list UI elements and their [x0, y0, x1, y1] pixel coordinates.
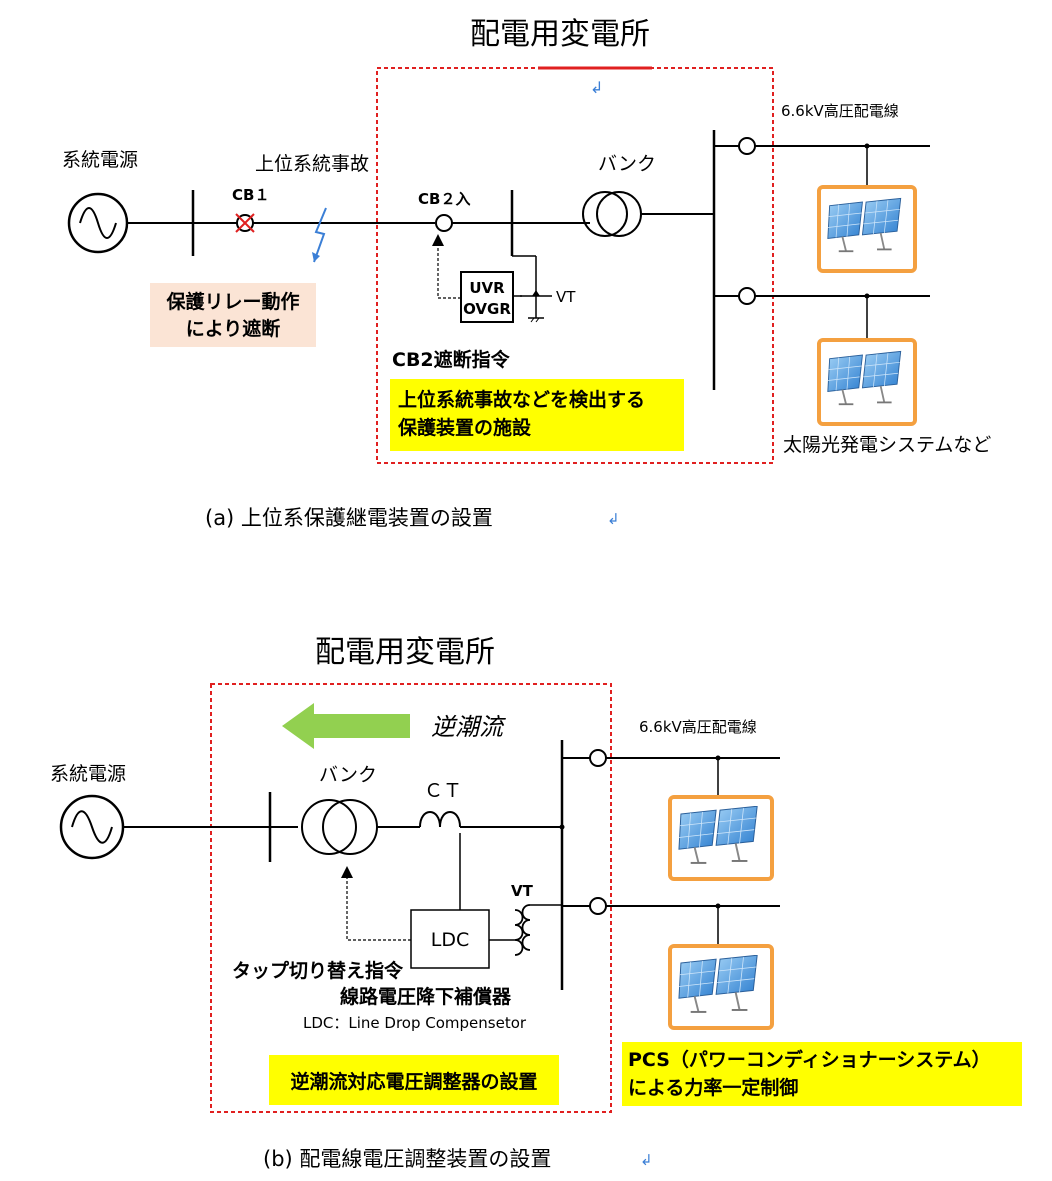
trip-signal-arrow [432, 234, 461, 299]
feeder-breaker-1-icon [738, 137, 756, 155]
reverse-flow-label: 逆潮流 [431, 713, 506, 741]
vt-label-a: VT [556, 288, 576, 306]
regulator-label: 逆潮流対応電圧調整器の設置 [290, 1070, 537, 1093]
cb2-trip-label: CB2遮断指令 [392, 348, 511, 371]
return-mark-icon: ↲ [607, 510, 620, 528]
pcs-highlight [622, 1042, 1022, 1106]
cb2-label: CB２入 [418, 190, 470, 208]
trip-note-line1: 保護リレー動作 [165, 290, 299, 313]
return-mark-icon: ↲ [640, 1151, 653, 1169]
relay-uvr-label: UVR [469, 279, 505, 297]
reverse-flow-arrow-icon [282, 703, 410, 749]
tap-signal-arrow [341, 866, 411, 941]
ldc-box [410, 909, 490, 969]
regulator-highlight [269, 1055, 559, 1105]
trip-note-line2: により遮断 [186, 317, 281, 340]
bank-transformer-b-icon [301, 799, 357, 855]
cb2-breaker-icon [435, 214, 453, 232]
relay-box [460, 271, 514, 323]
line-label-a: 6.6kV高圧配電線 [781, 102, 899, 120]
vt-label-b: VT [511, 882, 534, 900]
feeder-breaker-b1-icon [589, 749, 607, 767]
protection-line1: 上位系統事故などを検出する [398, 388, 645, 411]
pcs-line2: による力率一定制御 [628, 1076, 798, 1099]
diagram-b-title: 配電用変電所 [315, 635, 495, 670]
bank-label-b: バンク [319, 764, 377, 786]
ldc-box-label: LDC [431, 929, 469, 951]
feeder-breaker-2-icon [738, 287, 756, 305]
return-mark-icon: ↲ [590, 78, 603, 97]
source-label: 系統電源 [62, 149, 138, 171]
relay-ovgr-label: OVGR [463, 300, 511, 318]
bank-label-a: バンク [598, 153, 656, 175]
ldc-name-ja: 線路電圧降下補償器 [340, 985, 512, 1008]
sine-wave-icon [79, 207, 117, 239]
pcs-line1: PCS（パワーコンディショナーシステム） [628, 1048, 991, 1071]
ct-coil-icon [419, 811, 461, 828]
caption-b: (b) 配電線電圧調整装置の設置 [263, 1147, 551, 1171]
diagram-a-title: 配電用変電所 [470, 17, 650, 52]
ct-label: ＣＴ [424, 780, 462, 802]
diagram-a: 配電用変電所 ↲ 系統電源 CB１ 上位系統事故 保護リレー動作 により遮断 C… [62, 17, 991, 530]
protection-highlight [390, 379, 684, 451]
protection-line2: 保護装置の施設 [397, 416, 532, 439]
trip-note-box [150, 283, 316, 347]
fault-label: 上位系統事故 [255, 153, 369, 175]
diagram-b: 配電用変電所 逆潮流 系統電源 バンク ＣＴ LDC VT タップ切り替え指令 … [50, 635, 1022, 1171]
feeder-breaker-b2-icon [589, 897, 607, 915]
pv-label: 太陽光発電システムなど [783, 434, 991, 456]
substation-boundary-b [210, 683, 612, 1113]
source-label-b: 系統電源 [50, 763, 126, 785]
ldc-name-en: LDC：Line Drop Compensetor [303, 1014, 527, 1032]
cb1-label: CB１ [232, 186, 269, 204]
lightning-fault-icon [313, 207, 327, 263]
vt-coil-icon [521, 904, 531, 951]
sine-wave-icon [71, 810, 113, 844]
line-label-b: 6.6kV高圧配電線 [639, 718, 757, 736]
bank-transformer-icon [582, 191, 628, 237]
tap-label: タップ切り替え指令 [232, 959, 404, 982]
caption-a: (a) 上位系保護継電装置の設置 [205, 506, 493, 530]
